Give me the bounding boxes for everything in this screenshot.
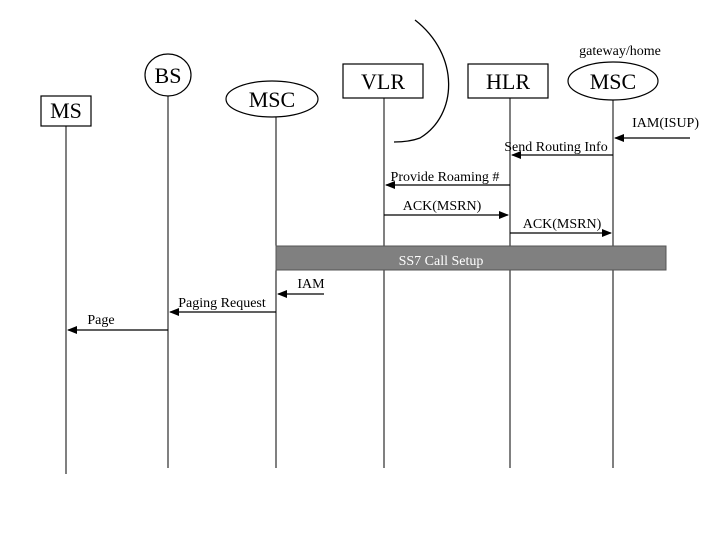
label-iam: IAM bbox=[297, 277, 325, 292]
hlr-label: HLR bbox=[486, 69, 530, 94]
msc-serving-label: MSC bbox=[249, 87, 295, 112]
network-separator-curve bbox=[393, 19, 450, 143]
ms-box bbox=[40, 95, 92, 127]
ss7-call-setup-band bbox=[275, 245, 667, 271]
label-ack-msrn-1: ACK(MSRN) bbox=[403, 199, 482, 214]
ms-label: MS bbox=[50, 98, 82, 123]
msc-serving-ellipse bbox=[225, 80, 319, 118]
bs-ellipse bbox=[144, 53, 192, 97]
msc-gateway-label: MSC bbox=[590, 69, 636, 94]
bs-label: BS bbox=[155, 63, 182, 88]
msc-gateway-ellipse bbox=[567, 61, 659, 101]
label-ack-msrn-2: ACK(MSRN) bbox=[523, 217, 602, 232]
label-send-routing-info: Send Routing Info bbox=[504, 140, 607, 155]
vlr-box bbox=[342, 63, 424, 99]
label-page: Page bbox=[87, 313, 114, 328]
hlr-box bbox=[467, 63, 549, 99]
label-paging-request: Paging Request bbox=[178, 296, 266, 311]
gateway-label: gateway/home bbox=[579, 44, 661, 59]
label-iam-isup: IAM(ISUP) bbox=[632, 116, 699, 131]
label-ss7-call-setup: SS7 Call Setup bbox=[399, 254, 484, 269]
vlr-label: VLR bbox=[361, 69, 405, 94]
label-provide-roaming: Provide Roaming # bbox=[391, 170, 500, 185]
